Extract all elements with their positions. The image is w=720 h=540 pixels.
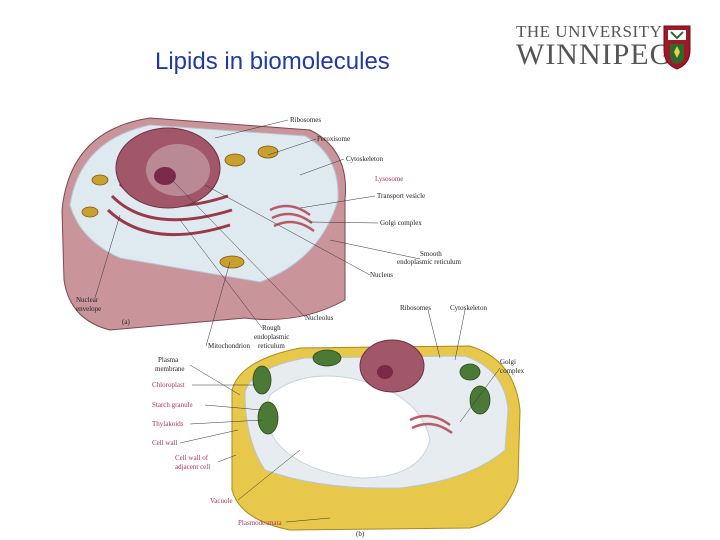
label-plasma-membrane-1: Plasma xyxy=(158,356,179,364)
label-smooth-er-1: Smooth xyxy=(420,250,442,258)
label-peroxisome: Peroxisome xyxy=(317,135,350,143)
label-golgi-b-2: complex xyxy=(500,367,525,375)
label-nuclear-envelope-1: Nuclear xyxy=(76,296,99,304)
label-rough-er-3: reticulum xyxy=(258,342,285,350)
animal-nucleolus xyxy=(154,167,176,185)
label-thylakoids: Thylakoids xyxy=(152,420,184,428)
label-plasma-membrane-2: membrane xyxy=(155,365,185,373)
label-golgi-complex-a: Golgi complex xyxy=(380,219,422,227)
label-mitochondrion: Mitochondrion xyxy=(208,342,250,350)
label-rough-er-2: endoplasmic xyxy=(254,333,289,341)
label-cytoskeleton-a: Cytoskeleton xyxy=(346,155,383,163)
panel-label-a: (a) xyxy=(122,318,130,326)
plant-nucleolus xyxy=(377,365,393,379)
animal-nucleus-inner xyxy=(146,144,210,196)
label-ribosomes-a: Ribosomes xyxy=(290,116,321,124)
label-cytoskeleton-b: Cytoskeleton xyxy=(450,304,487,312)
label-transport-vesicle: Transport vesicle xyxy=(377,192,425,200)
label-starch-granule: Starch granule xyxy=(152,401,193,409)
label-ribosomes-b: Ribosomes xyxy=(400,304,431,312)
panel-label-b: (b) xyxy=(356,530,365,538)
label-cell-wall-adjacent-1: Cell wall of xyxy=(175,454,209,462)
label-vacuole: Vacuole xyxy=(210,497,233,505)
label-nuclear-envelope-2: envelope xyxy=(76,305,101,313)
label-lysosome: Lysosome xyxy=(375,175,403,183)
plant-cell xyxy=(232,340,520,530)
animal-cell xyxy=(62,118,346,330)
label-golgi-b-1: Golgi xyxy=(500,358,516,366)
label-cell-wall-adjacent-2: adjacent cell xyxy=(175,463,210,471)
label-chloroplast: Chloroplast xyxy=(152,381,185,389)
label-nucleus: Nucleus xyxy=(370,271,393,279)
label-plasmodesmata: Plasmodesmata xyxy=(238,519,282,527)
label-smooth-er-2: endoplasmic reticulum xyxy=(397,258,462,266)
label-nucleolus: Nucleolus xyxy=(305,314,334,322)
plant-nucleus xyxy=(360,340,424,392)
label-cell-wall: Cell wall xyxy=(152,439,178,447)
label-rough-er-1: Rough xyxy=(262,324,281,332)
